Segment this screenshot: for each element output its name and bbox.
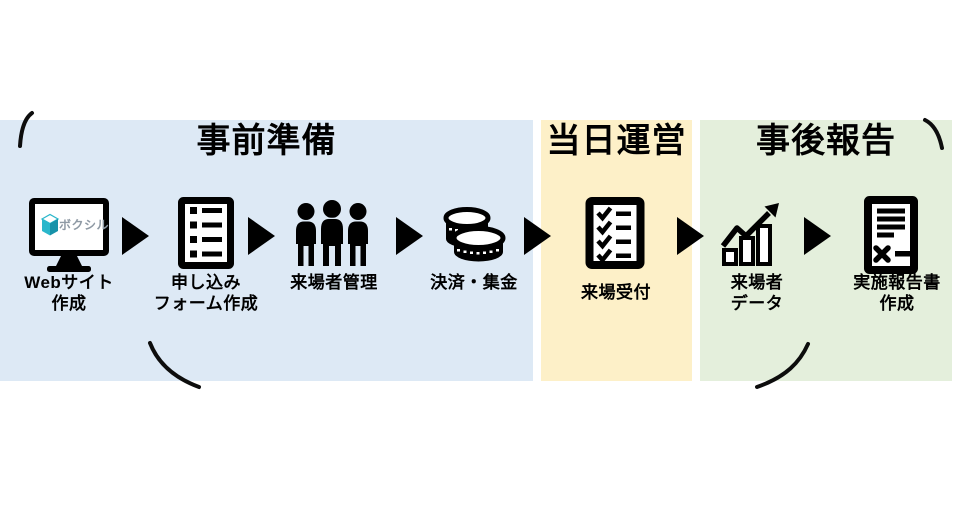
step-label-report: 実施報告書 作成	[853, 273, 941, 313]
flow-arrow-icon	[524, 217, 551, 255]
step-label-visitor-management: 来場者管理	[290, 273, 378, 292]
phase-title-event-day: 当日運営	[546, 122, 687, 160]
step-label-visitor-data: 来場者 データ	[730, 273, 784, 313]
flow-arrow-icon	[804, 217, 831, 255]
boxil-logo-text: ボクシル	[59, 218, 110, 232]
checklist-icon	[585, 197, 645, 269]
flow-arrow-icon	[122, 217, 149, 255]
phase-event-day: 当日運営	[541, 120, 692, 381]
flow-arrow-icon	[248, 217, 275, 255]
people-icon	[292, 200, 372, 268]
bar-chart-icon	[720, 201, 788, 267]
report-document-icon	[864, 196, 918, 274]
phase-title-preparation: 事前準備	[196, 122, 337, 160]
step-label-reception: 来場受付	[581, 283, 651, 302]
phase-title-post-report: 事後報告	[756, 122, 896, 160]
monitor-website-icon	[27, 196, 111, 274]
step-label-website: Webサイト 作成	[24, 273, 114, 313]
coins-icon	[434, 202, 510, 266]
step-label-payment: 決済・集金	[430, 273, 518, 292]
boxil-cube-logo-icon	[40, 213, 60, 236]
flow-arrow-icon	[677, 217, 704, 255]
flow-arrow-icon	[396, 217, 423, 255]
form-list-icon	[178, 197, 234, 269]
step-label-application-form: 申し込み フォーム作成	[153, 273, 259, 313]
